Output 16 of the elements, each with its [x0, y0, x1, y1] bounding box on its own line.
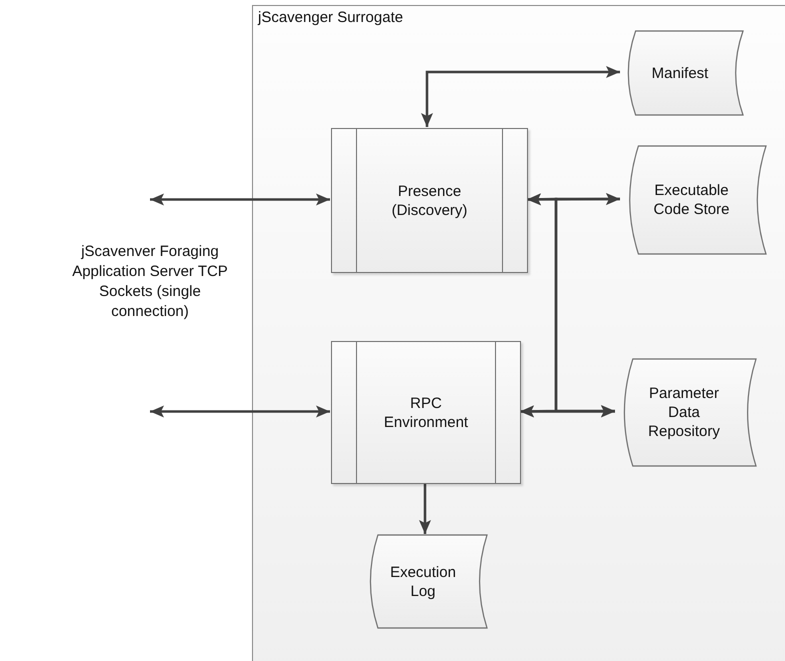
- connector-arrow: [419, 483, 431, 534]
- store-label: Parameter Data Repository: [647, 384, 721, 441]
- process-box: [331, 341, 521, 484]
- store-label: Executable Code Store: [652, 181, 730, 219]
- store-label: Manifest: [652, 64, 708, 82]
- store-label: Execution Log: [389, 562, 457, 600]
- connector-arrow: [150, 194, 330, 206]
- process-label: RPC Environment: [382, 394, 470, 432]
- process-box: [331, 128, 528, 273]
- group-title: jScavenger Surrogate: [258, 9, 404, 26]
- connector-arrow: [421, 66, 620, 127]
- process-label: Presence (Discovery): [390, 182, 468, 220]
- connector-arrow: [520, 406, 615, 418]
- connector-arrow: [150, 406, 330, 418]
- server-label: jScavenver Foraging Application Server TCP Sockets (single connection): [60, 232, 240, 332]
- group-frame: [252, 5, 785, 661]
